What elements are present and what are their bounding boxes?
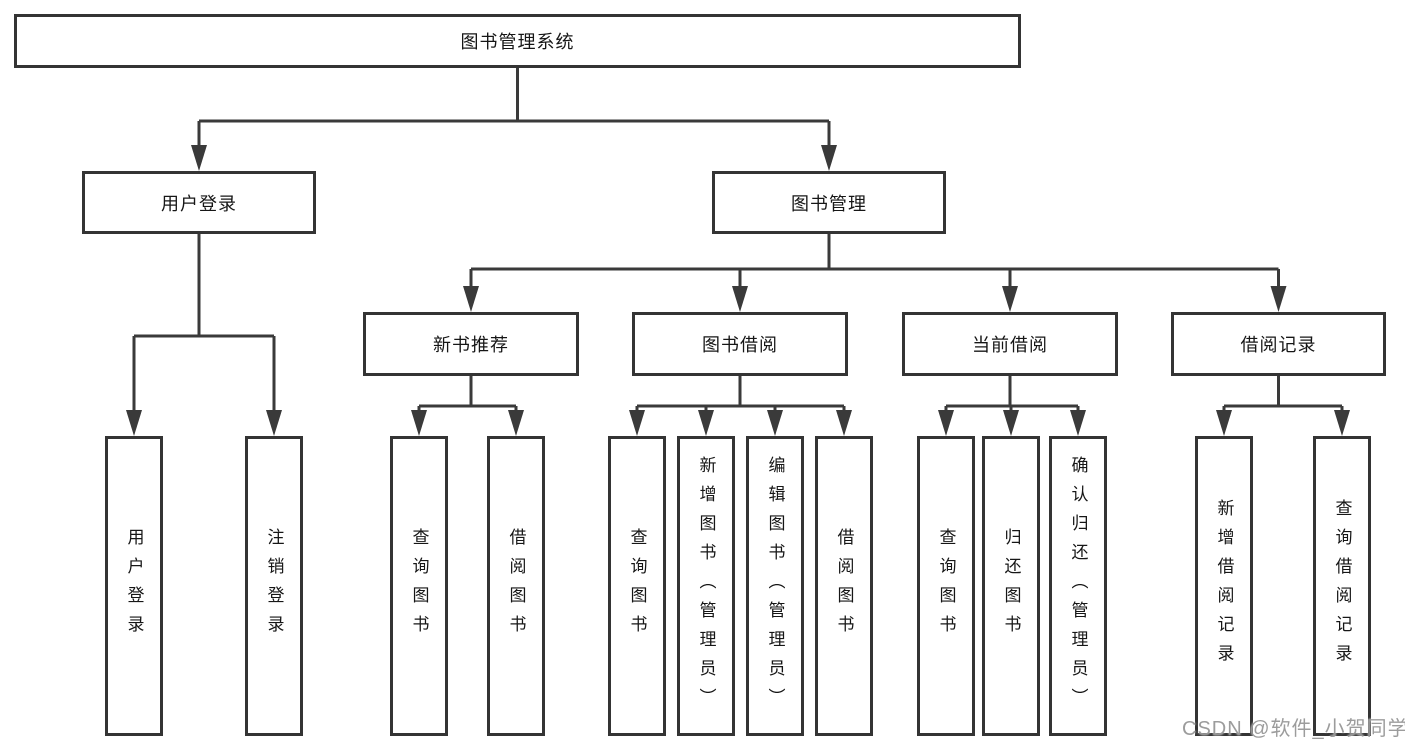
- node-label: 注销登录: [264, 528, 284, 644]
- node-label: 编辑图书（管理员）: [765, 455, 785, 717]
- node-current-borrow: 当前借阅: [902, 312, 1118, 376]
- node-user-login-branch: 用户登录: [82, 171, 316, 234]
- node-label: 图书管理: [791, 193, 867, 214]
- node-label: 查询图书: [627, 528, 647, 644]
- node-label: 借阅图书: [506, 528, 526, 644]
- node-label: 查询图书: [409, 528, 429, 644]
- node-label: 新增图书（管理员）: [696, 455, 716, 717]
- leaf-query-book-current: 查询图书: [917, 436, 975, 736]
- leaf-add-borrow-record: 新增借阅记录: [1195, 436, 1253, 736]
- leaf-query-borrow-record: 查询借阅记录: [1313, 436, 1371, 736]
- leaf-user-login: 用户登录: [105, 436, 163, 736]
- node-label: 借阅图书: [834, 528, 854, 644]
- node-label: 图书管理系统: [460, 32, 575, 52]
- node-label: 查询图书: [936, 528, 956, 644]
- node-root-system: 图书管理系统: [14, 14, 1021, 68]
- node-label: 借阅记录: [1240, 335, 1317, 355]
- node-label: 新书推荐: [433, 335, 509, 355]
- leaf-confirm-return-admin: 确认归还（管理员）: [1049, 436, 1107, 736]
- node-book-borrow: 图书借阅: [632, 312, 848, 376]
- leaf-borrow-book: 借阅图书: [815, 436, 873, 736]
- node-label: 查询借阅记录: [1332, 499, 1352, 673]
- leaf-logout-login: 注销登录: [245, 436, 303, 736]
- node-label: 确认归还（管理员）: [1068, 455, 1088, 717]
- node-borrow-records: 借阅记录: [1171, 312, 1386, 376]
- node-book-management: 图书管理: [712, 171, 946, 234]
- node-label: 用户登录: [124, 528, 144, 644]
- leaf-return-book: 归还图书: [982, 436, 1040, 736]
- leaf-add-book-admin: 新增图书（管理员）: [677, 436, 735, 736]
- node-label: 新增借阅记录: [1214, 499, 1234, 673]
- leaf-query-book-recommend: 查询图书: [390, 436, 448, 736]
- node-label: 图书借阅: [702, 335, 778, 355]
- csdn-watermark: CSDN @软件_小贺同学: [1182, 718, 1405, 740]
- node-new-book-recommend: 新书推荐: [363, 312, 579, 376]
- node-label: 当前借阅: [972, 335, 1048, 355]
- node-label: 归还图书: [1001, 528, 1021, 644]
- leaf-borrow-book-recommend: 借阅图书: [487, 436, 545, 736]
- leaf-query-book-borrow: 查询图书: [608, 436, 666, 736]
- node-label: 用户登录: [161, 193, 237, 214]
- leaf-edit-book-admin: 编辑图书（管理员）: [746, 436, 804, 736]
